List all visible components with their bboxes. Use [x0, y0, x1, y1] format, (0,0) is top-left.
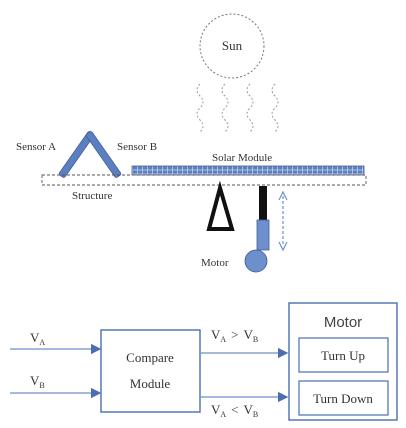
motor-label: Motor	[201, 257, 229, 269]
condition-down-label: VA<VB	[211, 402, 258, 419]
sun-label: Sun	[222, 38, 243, 53]
motion-arrow-up-head	[278, 190, 288, 201]
turn-down-box	[298, 380, 389, 416]
solar-module-label: Solar Module	[212, 152, 272, 164]
motor-body	[256, 219, 270, 251]
solar-module	[131, 165, 365, 176]
turn-up-label: Turn Up	[321, 348, 365, 363]
sensor-a-label: Sensor A	[16, 141, 56, 153]
input-vb-label: VB	[30, 373, 45, 390]
motor-box	[288, 302, 398, 421]
sun-rays	[196, 83, 279, 133]
turn-up-box	[298, 337, 389, 373]
structure-bar	[41, 174, 367, 186]
motor-wheel	[244, 249, 268, 273]
compare-module-line1: Compare	[126, 350, 174, 365]
compare-module-line2: Module	[130, 376, 171, 391]
compare-module-box	[100, 329, 201, 413]
motor-box-title: Motor	[324, 314, 362, 331]
sensor-b-label: Sensor B	[117, 141, 157, 153]
condition-up-label: VA>VB	[211, 327, 258, 344]
structure-label: Structure	[72, 190, 112, 202]
motor-rod	[259, 186, 267, 222]
turn-down-label: Turn Down	[313, 391, 373, 406]
sensor-b	[85, 131, 122, 178]
sun-outline	[199, 13, 265, 79]
pivot-support	[206, 180, 235, 231]
input-va-label: VA	[30, 330, 45, 347]
motion-arrow-down-head	[278, 241, 288, 252]
